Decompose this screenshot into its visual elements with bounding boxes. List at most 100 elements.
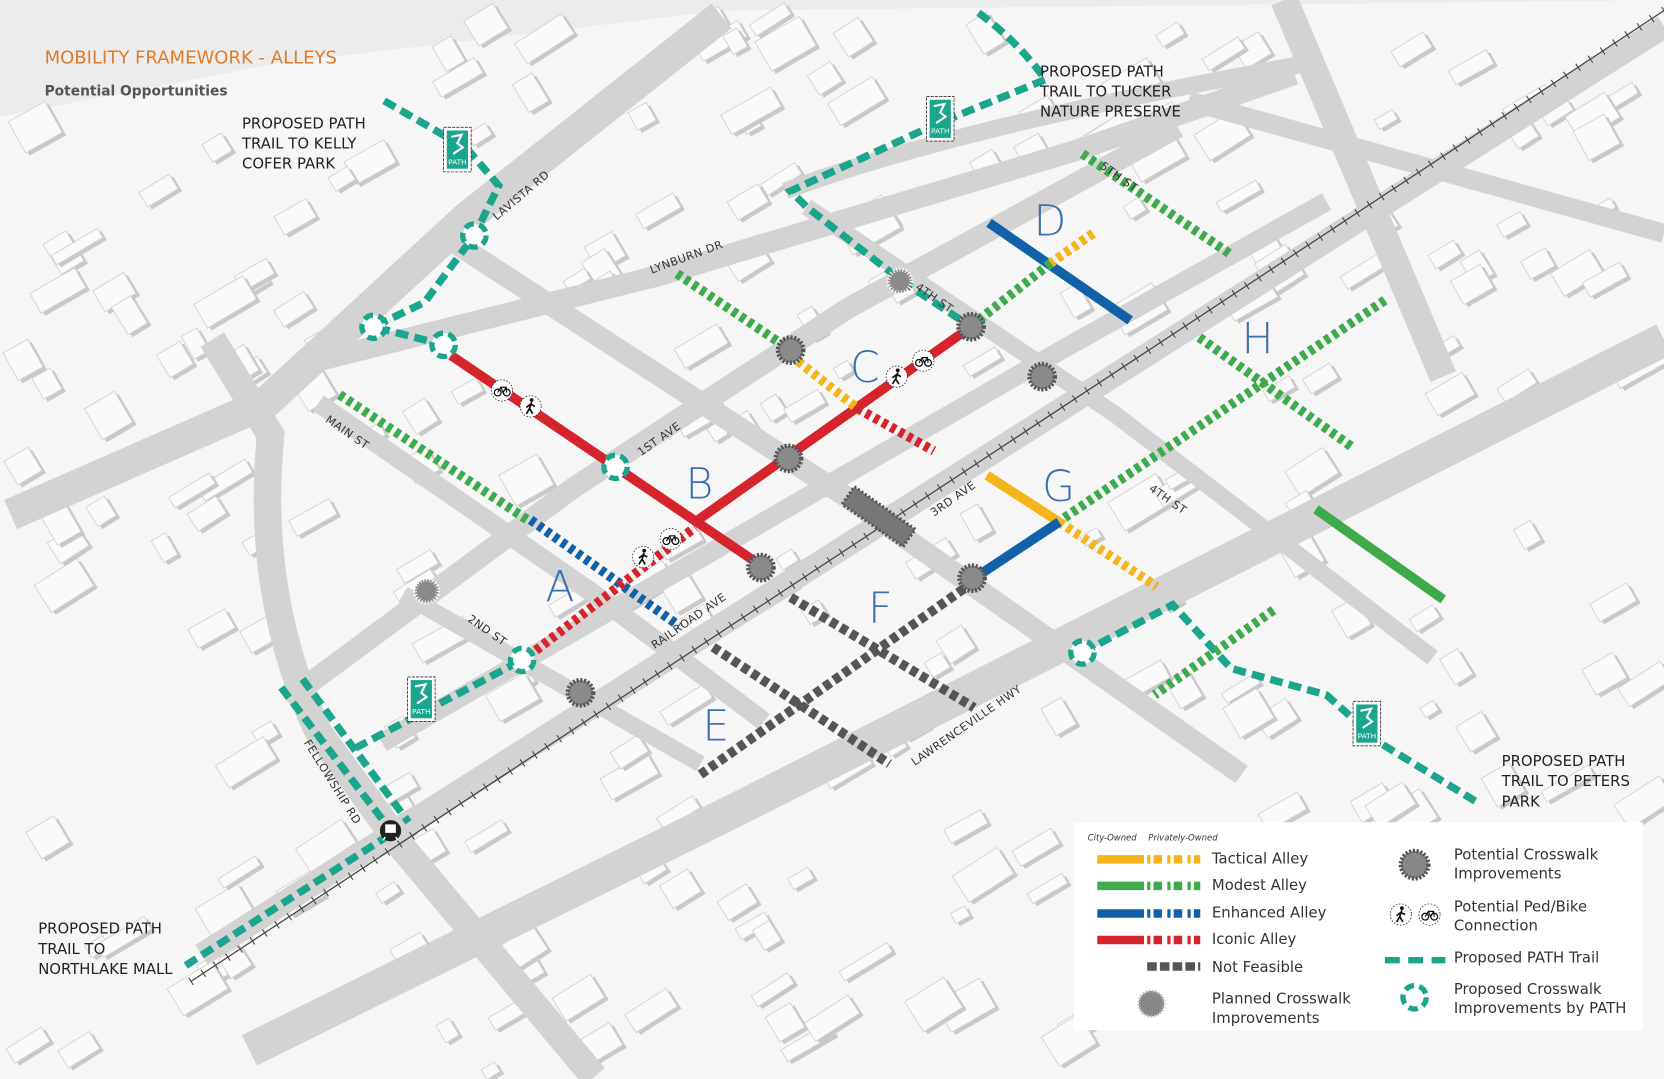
path-trail-fellowship-b — [299, 676, 412, 825]
path-logo: PATH — [443, 126, 472, 173]
path-logo: PATH — [407, 676, 436, 722]
path-logo-text: PATH — [1358, 731, 1377, 740]
building — [1439, 648, 1478, 688]
building — [214, 736, 281, 791]
path-crosswalk-marker — [601, 452, 630, 482]
building — [155, 340, 198, 381]
potential-crosswalk-marker — [1027, 361, 1057, 392]
annotation-tucker: PROPOSED PATH TRAIL TO TUCKER NATURE PRE… — [1039, 62, 1181, 120]
svg-text:Tactical Alley: Tactical Alley — [1211, 850, 1308, 868]
building — [464, 819, 512, 856]
alley-letter-f: F — [868, 585, 892, 634]
building — [166, 961, 233, 1019]
enhanced-alley-g — [971, 518, 1062, 583]
path-logo: PATH — [926, 96, 955, 142]
railroad-track — [188, 6, 1664, 986]
legend-potential-crosswalk: Potential Crosswalk Improvements — [1398, 845, 1603, 882]
building — [431, 56, 488, 100]
building — [1449, 263, 1498, 308]
path-logo-text: PATH — [448, 157, 467, 166]
building — [1447, 49, 1498, 88]
building — [480, 1061, 505, 1079]
building — [627, 101, 660, 133]
building — [635, 192, 685, 232]
building — [1122, 196, 1151, 222]
building — [1373, 109, 1402, 132]
pedestrian-icon — [885, 365, 909, 389]
building — [962, 346, 1006, 379]
building — [1364, 781, 1421, 831]
path-logo-text: PATH — [412, 707, 431, 716]
railroad-crossing — [839, 484, 918, 549]
path-crosswalk-marker — [460, 221, 489, 250]
road-main-st — [312, 395, 770, 730]
building — [754, 15, 821, 74]
building — [85, 495, 121, 530]
alley-letter-e: E — [703, 703, 730, 752]
alley-letter-h: H — [1242, 315, 1274, 364]
building — [375, 881, 405, 906]
annotation-peters-park: PROPOSED PATH TRAIL TO PETERS PARK — [1501, 752, 1635, 810]
modest-alley-d — [971, 259, 1054, 328]
tactical-alley-d — [1047, 229, 1096, 268]
svg-text:Potential Crosswalk Im: Potential Crosswalk Improvements — [1454, 845, 1603, 882]
building — [25, 815, 74, 862]
building — [923, 652, 955, 681]
building — [658, 868, 706, 912]
building — [673, 323, 733, 372]
pedestrian-icon — [631, 545, 655, 569]
building — [5, 1026, 55, 1066]
path-crosswalk-marker — [429, 330, 458, 360]
building — [450, 377, 488, 408]
bike-icon — [912, 349, 935, 372]
road-second-st — [399, 586, 705, 772]
modest-alley-lynburn — [674, 269, 794, 355]
legend-planned-crosswalk: Planned Crosswalk Improvements — [1137, 989, 1356, 1027]
potential-crosswalk-marker — [773, 443, 804, 474]
building — [1455, 710, 1501, 755]
potential-crosswalk-marker — [956, 311, 986, 342]
building — [959, 503, 997, 544]
legend-not-feasible: Not Feasible — [1147, 958, 1303, 976]
building — [748, 2, 796, 39]
road-third-ave — [377, 193, 1332, 751]
building — [1424, 371, 1479, 419]
building — [1390, 31, 1437, 70]
path-trail-fellowship-a — [278, 685, 396, 836]
building — [484, 672, 544, 725]
svg-text:Planned Crosswalk Impr: Planned Crosswalk Improvements — [1212, 990, 1356, 1027]
potential-crosswalk-marker — [957, 563, 987, 594]
train-station-icon — [379, 820, 402, 842]
bike-icon — [659, 527, 682, 551]
building — [327, 165, 360, 194]
building — [1232, 31, 1276, 72]
path-crosswalk-marker — [1068, 638, 1097, 667]
legend-tactical: Tactical Alley — [1097, 850, 1308, 868]
building — [659, 683, 717, 728]
building — [401, 397, 443, 437]
building — [1284, 446, 1343, 500]
building — [1572, 113, 1625, 164]
building — [138, 173, 183, 210]
svg-text:Iconic Alley: Iconic Alley — [1212, 930, 1297, 948]
building — [1215, 179, 1266, 215]
building — [826, 76, 890, 129]
building — [57, 1030, 104, 1071]
building — [110, 295, 152, 338]
enhanced-alley-d — [986, 218, 1133, 325]
path-crosswalk-marker — [507, 645, 537, 675]
building — [1520, 247, 1559, 283]
building — [751, 919, 786, 953]
road-fellowship — [200, 332, 605, 1079]
crosswalk-markers — [359, 221, 1097, 708]
path-trail-northlake — [183, 829, 395, 969]
building — [609, 734, 653, 772]
alley-letters: A B C D E F G H — [545, 198, 1273, 752]
building — [193, 275, 261, 331]
map-subtitle: Potential Opportunities — [45, 83, 228, 99]
building — [935, 624, 980, 667]
tactical-alley-g1 — [984, 471, 1062, 527]
building — [498, 453, 558, 509]
modest-alley-h1 — [1196, 333, 1356, 452]
building — [463, 2, 513, 49]
